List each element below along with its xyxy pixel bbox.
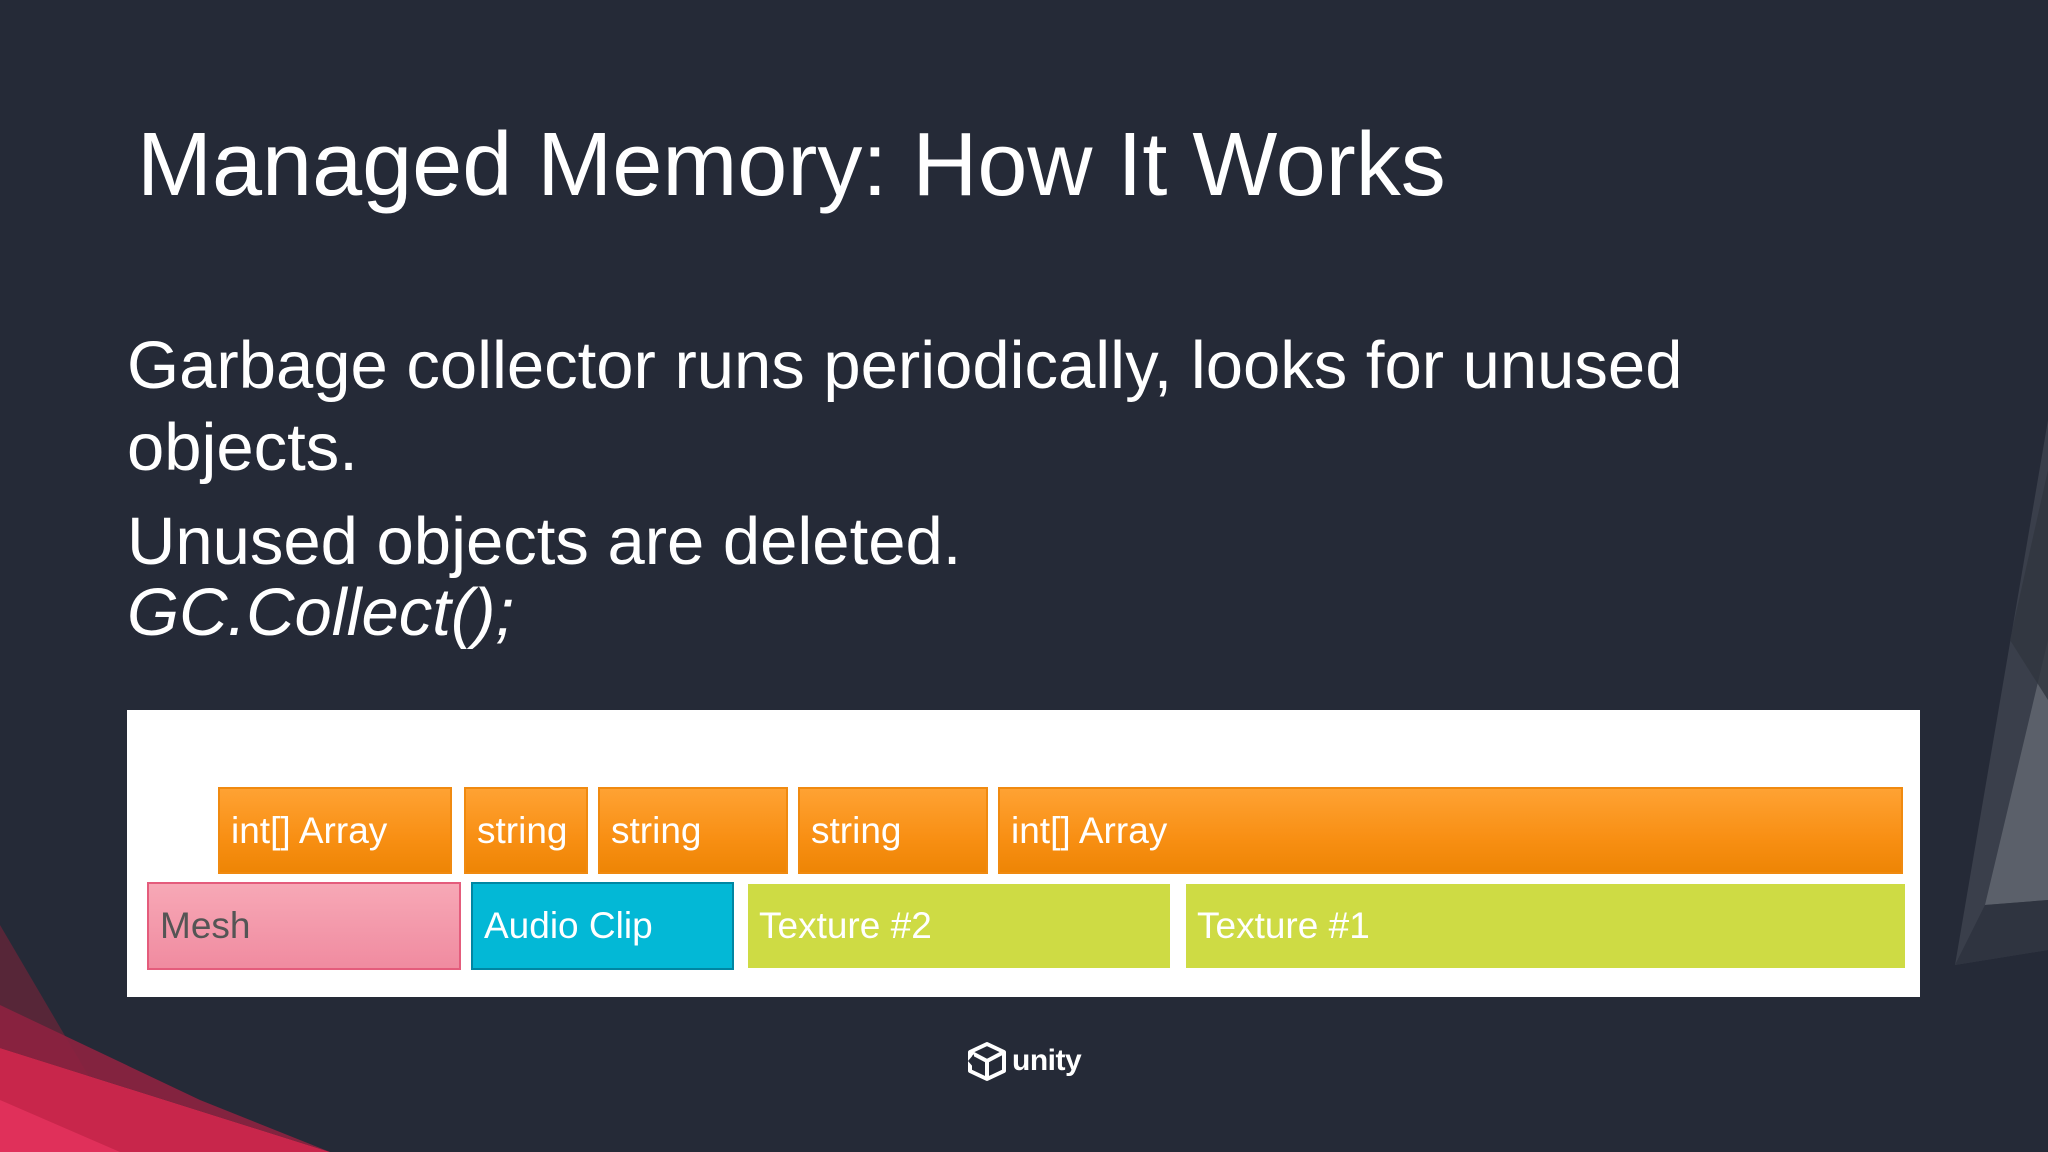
slide-title: Managed Memory: How It Works bbox=[137, 115, 1446, 215]
unity-cube-icon bbox=[968, 1042, 1006, 1081]
heap-block-string: string bbox=[598, 787, 788, 874]
bullet-list: Garbage collector runs periodically, loo… bbox=[127, 325, 1827, 649]
unity-logo-text: unity bbox=[1012, 1044, 1082, 1077]
bullet-item: Unused objects are deleted. bbox=[127, 504, 962, 579]
unity-logo: unity bbox=[966, 1039, 1082, 1083]
code-snippet: GC.Collect(); bbox=[127, 575, 515, 650]
heap-block-string: string bbox=[798, 787, 988, 874]
heap-block-audio-clip: Audio Clip bbox=[471, 882, 734, 970]
heap-block-int-array: int[] Array bbox=[218, 787, 452, 874]
memory-diagram: int[] Array string string string int[] A… bbox=[127, 710, 1920, 997]
heap-block-texture: Texture #2 bbox=[748, 884, 1170, 968]
heap-block-string: string bbox=[464, 787, 588, 874]
heap-block-int-array: int[] Array bbox=[998, 787, 1903, 874]
bullet-item: Garbage collector runs periodically, loo… bbox=[127, 328, 1683, 485]
heap-block-texture: Texture #1 bbox=[1186, 884, 1905, 968]
heap-block-mesh: Mesh bbox=[147, 882, 461, 970]
